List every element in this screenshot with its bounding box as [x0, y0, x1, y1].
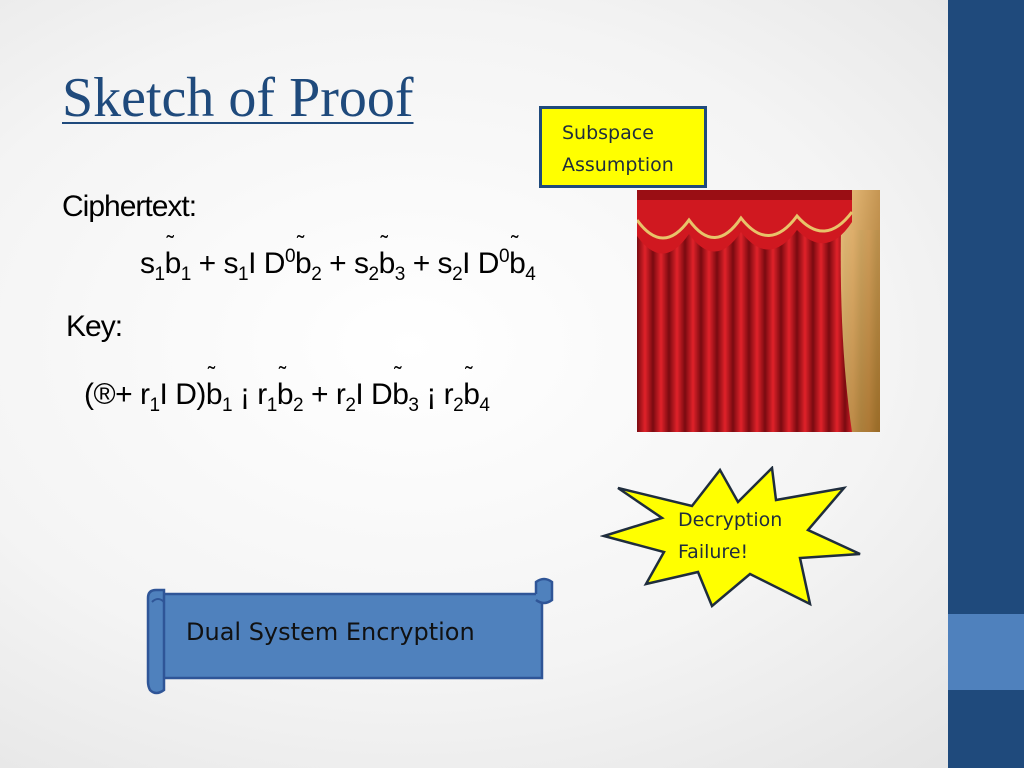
- formula-term: b: [295, 231, 312, 281]
- subspace-assumption-box: Subspace Assumption: [539, 106, 707, 188]
- formula-subscript: 2: [368, 264, 380, 285]
- formula-term: ¡ r: [232, 378, 267, 411]
- burst-text: Decryption Failure!: [678, 504, 782, 568]
- formula-term: I D: [248, 247, 285, 280]
- burst-line: Decryption: [678, 509, 783, 531]
- formula-term: b: [392, 362, 409, 412]
- curtain-graphic: [637, 190, 880, 432]
- formula-subscript: 2: [453, 395, 464, 416]
- formula-subscript: 1: [266, 395, 278, 416]
- formula-term: b: [463, 362, 480, 412]
- formula-term: b: [379, 231, 396, 281]
- scroll-shape: [146, 577, 554, 695]
- key-label: Key:: [66, 310, 123, 343]
- formula-term: + s: [404, 247, 453, 280]
- formula-subscript: 2: [311, 264, 322, 285]
- formula-subscript: 1: [149, 395, 160, 416]
- formula-subscript: 1: [222, 395, 233, 416]
- formula-term: + r: [303, 378, 346, 411]
- burst-line: Failure!: [678, 541, 749, 563]
- curtain-image: [637, 190, 880, 432]
- formula-superscript: 0: [498, 246, 510, 267]
- formula-term: + s: [321, 247, 369, 280]
- formula-term: b: [206, 362, 223, 412]
- dual-system-encryption-scroll: Dual System Encryption: [144, 574, 556, 696]
- key-formula: (®+ r1I D)b1 ¡ r1b2 + r2I Db3 ¡ r2b4: [84, 362, 490, 417]
- formula-term: (®+ r: [84, 378, 150, 411]
- formula-term: ¡ r: [418, 378, 454, 411]
- ciphertext-label: Ciphertext:: [62, 190, 197, 223]
- formula-subscript: 3: [394, 264, 406, 285]
- explosion-shape: [600, 466, 861, 608]
- formula-subscript: 1: [154, 264, 166, 285]
- formula-term: I D): [159, 378, 207, 411]
- note-line: Assumption: [562, 154, 674, 176]
- formula-subscript: 4: [479, 395, 490, 416]
- decryption-failure-callout: Decryption Failure!: [600, 466, 862, 608]
- formula-term: b: [277, 362, 294, 412]
- formula-term: I D: [355, 378, 393, 411]
- scroll-label: Dual System Encryption: [186, 618, 475, 646]
- sidebar-accent-block: [948, 614, 1024, 690]
- formula-subscript: 1: [238, 264, 249, 285]
- formula-superscript: 0: [284, 246, 296, 267]
- note-line: Subspace: [562, 122, 654, 144]
- formula-subscript: 2: [452, 264, 463, 285]
- formula-term: s: [140, 247, 155, 280]
- formula-subscript: 4: [525, 264, 536, 285]
- formula-subscript: 1: [180, 264, 192, 285]
- formula-subscript: 2: [345, 395, 356, 416]
- formula-term: + s: [190, 247, 239, 280]
- formula-subscript: 2: [293, 395, 304, 416]
- formula-term: b: [165, 231, 182, 281]
- formula-term: I D: [462, 247, 499, 280]
- slide-title: Sketch of Proof: [62, 67, 414, 129]
- ciphertext-formula: s1b1 + s1I D0b2 + s2b3 + s2I D0b4: [140, 231, 536, 286]
- formula-subscript: 3: [408, 395, 419, 416]
- formula-term: b: [509, 231, 526, 281]
